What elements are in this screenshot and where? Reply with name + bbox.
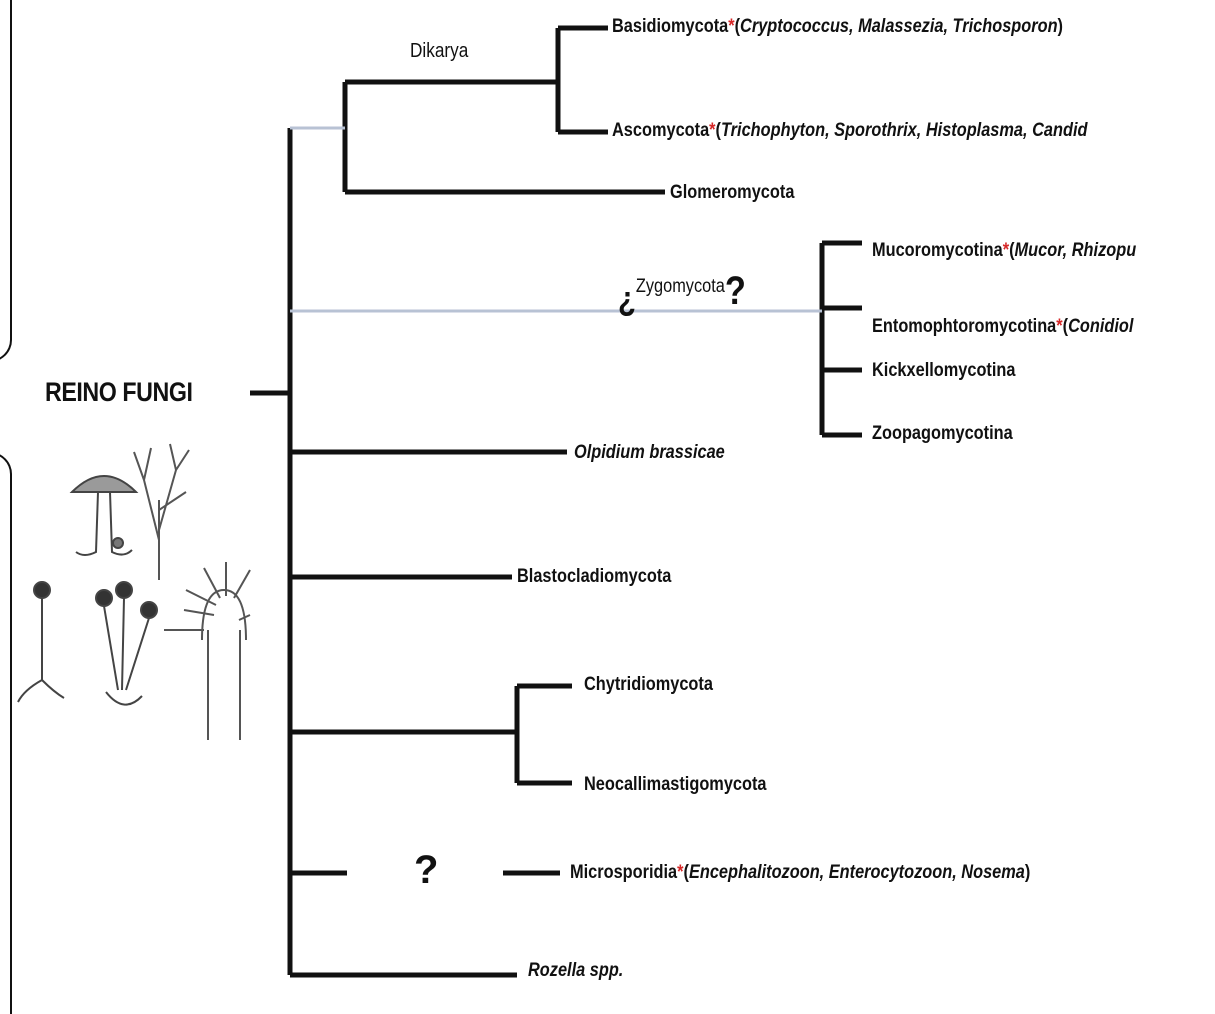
taxon-examples: Cryptococcus, Malassezia, Trichosporon [740,16,1058,37]
paren-close: ) [1025,862,1030,883]
taxon-ascomycota: Ascomycota*(Trichophyton, Sporothrix, Hi… [612,120,1087,142]
taxon-entomophtoromycotina: Entomophtoromycotina*(Conidiol [872,316,1133,338]
clade-label-zygomycota: ¿Zygomycota? [618,272,746,302]
mold-branches-icon [134,444,189,580]
taxon-name: Glomeromycota [670,182,794,203]
aspergillus-icon [96,582,157,705]
taxon-name: Blastocladiomycota [517,566,671,587]
zygomycota-open-question: ¿ [618,280,636,318]
mushroom-icon [72,476,136,555]
root-label: REINO FUNGI [45,377,193,408]
taxon-zoopagomycotina: Zoopagomycotina [872,423,1013,445]
taxon-mucoromycotina: Mucoromycotina*(Mucor, Rhizopu [872,240,1136,262]
taxon-name: Neocallimastigomycota [584,774,767,795]
taxon-glomeromycota: Glomeromycota [670,182,794,204]
clade-label-dikarya: Dikarya [410,40,468,62]
taxon-name: Kickxellomycotina [872,360,1015,381]
taxon-name: Mucoromycotina [872,240,1003,261]
sporangium-icon [18,582,64,702]
taxon-name: Microsporidia [570,862,677,883]
taxon-name: Rozella spp. [528,960,623,981]
taxon-name: Zoopagomycotina [872,423,1013,444]
taxon-neocallimastigomycota: Neocallimastigomycota [584,774,767,796]
taxon-name: Chytridiomycota [584,674,713,695]
taxon-blastocladiomycota: Blastocladiomycota [517,566,671,588]
zygomycota-name: Zygomycota [636,276,725,297]
taxon-name: Entomophtoromycotina [872,316,1056,337]
taxon-examples: Mucor, Rhizopu [1015,240,1137,261]
taxon-examples: Conidiol [1068,316,1133,337]
taxon-chytridiomycota: Chytridiomycota [584,674,713,696]
taxon-basidiomycota: Basidiomycota*(Cryptococcus, Malassezia,… [612,16,1063,38]
conidia-icon [164,562,250,740]
taxon-olpidium-brassicae: Olpidium brassicae [574,442,725,464]
taxon-name: Olpidium brassicae [574,442,725,463]
taxon-name: Basidiomycota [612,16,728,37]
paren-close: ) [1058,16,1063,37]
taxon-examples: Encephalitozoon, Enterocytozoon, Nosema [689,862,1025,883]
microsporidia-uncertain-mark: ? [414,848,438,893]
fungi-illustration [14,440,254,750]
taxon-microsporidia: Microsporidia*(Encephalitozoon, Enterocy… [570,862,1030,884]
taxon-examples: Trichophyton, Sporothrix, Histoplasma, C… [721,120,1087,141]
taxon-name: Ascomycota [612,120,709,141]
zygomycota-close-question: ? [725,269,746,313]
taxon-kickxellomycotina: Kickxellomycotina [872,360,1015,382]
taxon-rozella-spp: Rozella spp. [528,960,623,982]
